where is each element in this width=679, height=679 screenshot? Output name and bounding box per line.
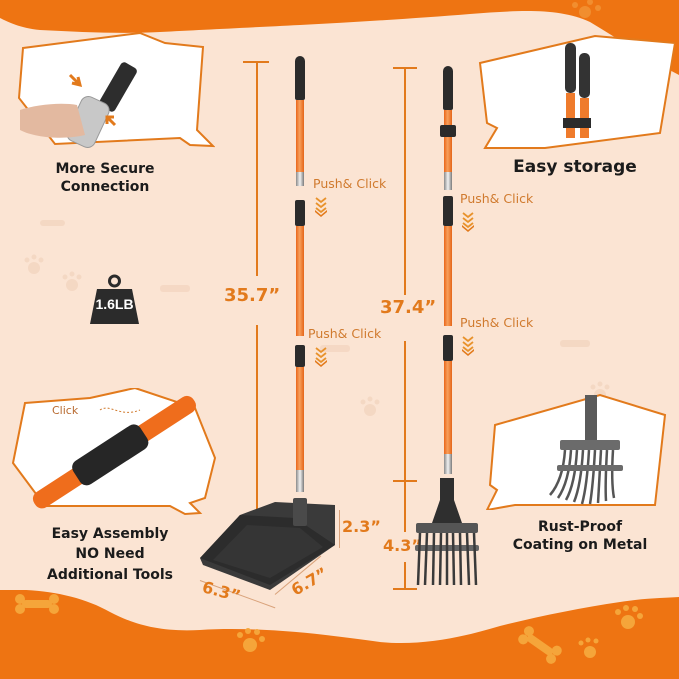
dimension-line (404, 482, 406, 532)
dimension-tick (393, 480, 417, 482)
click-label: Click (52, 404, 79, 417)
pole-segment (444, 361, 452, 454)
secure-connection-bubble (17, 31, 215, 148)
pole-segment (444, 226, 452, 326)
dustpan-height-label: 35.7” (224, 285, 281, 306)
metal-connector (444, 172, 452, 190)
rake-head-height-label: 4.3” (383, 536, 422, 555)
dimension-line (339, 510, 340, 548)
secure-connection-label: More Secure Connection (20, 160, 190, 196)
secure-connection-line2: Connection (60, 179, 150, 196)
weight-label: 1.6LB (95, 296, 134, 312)
pole-segment (296, 226, 304, 336)
rust-proof-line1: Rust-Proof (537, 519, 623, 535)
rust-proof-line2: Coating on Metal (512, 537, 648, 554)
handle-grip (295, 56, 305, 100)
push-click-label: Push& Click (313, 176, 387, 191)
secure-connection-line1: More Secure (55, 161, 155, 177)
joint-grip (443, 335, 453, 361)
dimension-line (256, 325, 258, 515)
rake-height-label: 37.4” (380, 297, 437, 318)
joint-grip (443, 196, 453, 226)
rust-proof-bubble (485, 393, 667, 510)
easy-assembly-line2: NO Need (75, 546, 145, 563)
easy-assembly-line1: Easy Assembly (51, 526, 169, 542)
stacked-poles-illustration (563, 43, 591, 138)
bone-icon (518, 626, 562, 664)
pole-segment (296, 100, 304, 172)
storage-clip (440, 125, 456, 137)
pole-segment (444, 110, 452, 185)
easy-assembly-bubble (11, 388, 217, 516)
bone-icon (15, 594, 59, 614)
push-click-label: Push& Click (460, 315, 534, 330)
dimension-line (404, 341, 406, 481)
rake-illustration (415, 478, 479, 586)
push-click-label: Push& Click (308, 326, 382, 341)
rust-proof-label: Rust-Proof Coating on Metal (500, 518, 660, 554)
dimension-line (404, 67, 406, 295)
pole-segment (296, 367, 304, 470)
push-click-label: Push& Click (460, 191, 534, 206)
joint-grip (295, 345, 305, 367)
bottom-orange-band (0, 590, 679, 679)
handle-grip (443, 66, 453, 110)
paw-icon (572, 0, 601, 18)
paw-icon (237, 605, 643, 658)
pan-height-label: 2.3” (342, 517, 381, 536)
top-orange-band (0, 0, 679, 75)
easy-storage-label: Easy storage (513, 157, 637, 177)
joint-grip (295, 200, 305, 226)
dimension-line (404, 562, 406, 590)
connector-illustration (20, 62, 137, 148)
dustpan-illustration (200, 498, 335, 590)
metal-connector (296, 172, 304, 186)
pole-joint-illustration (32, 395, 196, 509)
chevron-down-icon (462, 336, 474, 356)
chevron-down-icon (315, 347, 327, 367)
easy-assembly-line3: Additional Tools (47, 566, 173, 583)
metal-connector (444, 454, 452, 474)
rake-head-illustration (549, 395, 623, 505)
metal-connector (296, 470, 304, 492)
dimension-line (256, 61, 258, 276)
easy-assembly-label: Easy Assembly NO Need Additional Tools (15, 524, 205, 585)
weight-badge: 1.6LB (87, 272, 142, 327)
easy-storage-bubble (478, 34, 675, 149)
weight-icon (90, 274, 139, 324)
chevron-down-icon (315, 197, 327, 217)
dimension-tick (393, 588, 417, 590)
chevron-down-icon (462, 212, 474, 232)
